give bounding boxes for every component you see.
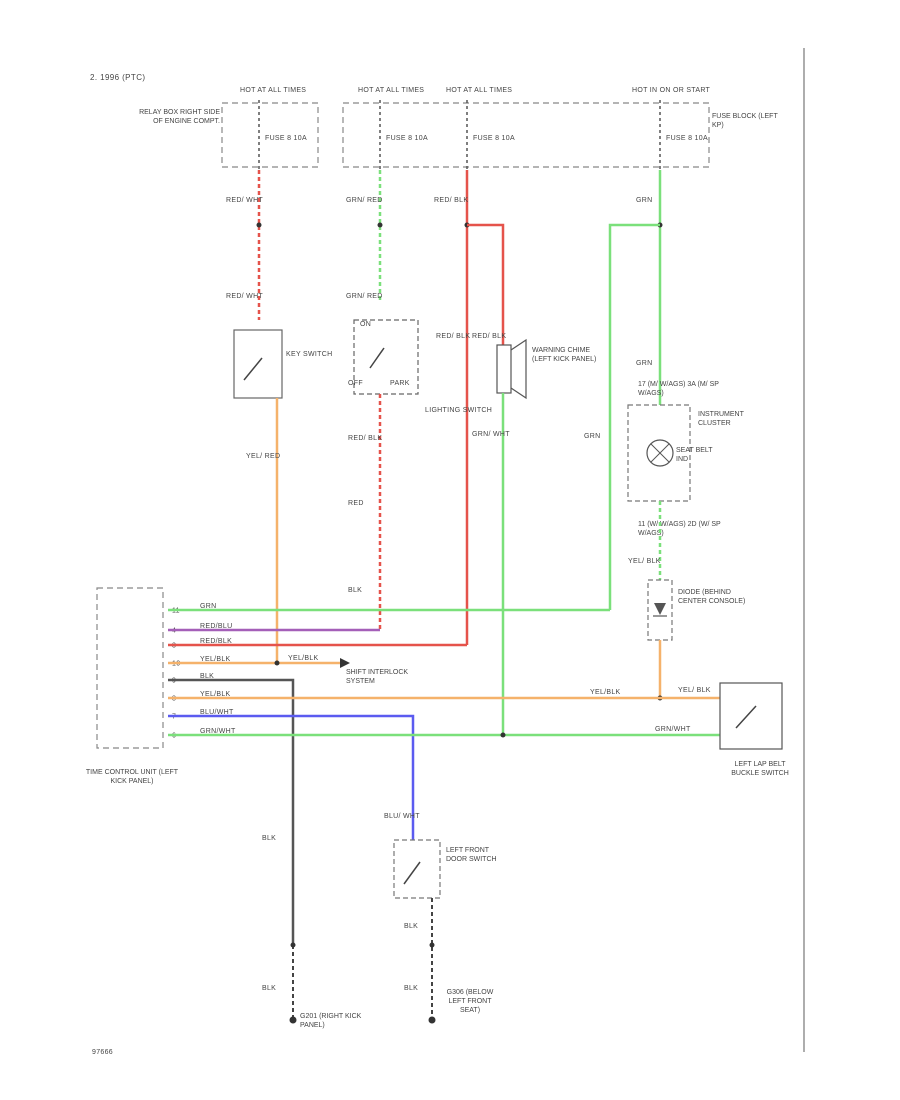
- header-note: 2. 1996 (PTC): [90, 73, 145, 82]
- ground2-label: G306 (BELOW LEFT FRONT SEAT): [447, 989, 494, 1014]
- fuse4-top-label: HOT IN ON OR START: [632, 87, 711, 94]
- connector-wire-label: BLK: [200, 673, 214, 680]
- wire-label-red-blk-3: RED/ BLK: [472, 333, 506, 340]
- wire-grn-tcu: [608, 223, 660, 610]
- wire-label-grn-2: GRN: [636, 360, 652, 367]
- wire-label-red-blk-4: RED/ BLK: [348, 435, 382, 442]
- wire-label-blk-4: BLK: [404, 923, 418, 930]
- wire-label-yel-blk-2: YEL/ BLK: [678, 687, 711, 694]
- fuse1-rating: FUSE 8 10A: [265, 135, 307, 142]
- wire-label-grn-wht-1: GRN/ WHT: [472, 431, 510, 438]
- wire-label-red-blk-1: RED/ BLK: [434, 197, 468, 204]
- time-control-unit-box: [96, 587, 164, 749]
- shift-interlock-label: SHIFT INTERLOCK SYSTEM: [346, 669, 408, 685]
- wire-label-grn-3: GRN: [584, 433, 600, 440]
- time-control-unit-label: TIME CONTROL UNIT (LEFT KICK PANEL): [86, 769, 178, 785]
- connector-wire-label: BLU/WHT: [200, 709, 234, 716]
- lap-belt-switch-box: [719, 682, 783, 750]
- lap-wire-label2: GRN/WHT: [655, 726, 691, 733]
- lighting-on-label: ON: [360, 321, 371, 328]
- wire-label-yel-blk-1: YEL/ BLK: [628, 558, 661, 565]
- lighting-switch-contact: [369, 347, 385, 369]
- wire-label-red: RED: [348, 500, 364, 507]
- fuse3-rating: FUSE 8 10A: [473, 135, 515, 142]
- wire-label-blk: BLK: [348, 587, 362, 594]
- figure-id: 97666: [92, 1049, 113, 1056]
- connector-wire-label: GRN/WHT: [200, 728, 236, 735]
- fuse4-rating: FUSE 8 10A: [666, 135, 708, 142]
- fuse-symbols: [258, 100, 661, 170]
- key-switch-label: KEY SWITCH: [286, 351, 332, 358]
- fuse2-rating: FUSE 8 10A: [386, 135, 428, 142]
- lighting-park-label: PARK: [390, 380, 410, 387]
- wire-label-blu-wht: BLU/ WHT: [384, 813, 420, 820]
- shift-wire-label: YEL/BLK: [288, 655, 319, 662]
- lap-wire-label: YEL/BLK: [590, 689, 621, 696]
- wire-label-grn-red-2: GRN/ RED: [346, 293, 383, 300]
- fuse4-side-label: FUSE BLOCK (LEFT KP): [712, 113, 778, 129]
- wire-label-blk-2: BLK: [262, 835, 276, 842]
- wire-red-blk-chime: [467, 223, 505, 345]
- diode-symbol: [654, 603, 666, 615]
- wire-label-red-wht-2: RED/ WHT: [226, 293, 263, 300]
- key-switch-box: [233, 329, 283, 399]
- fuse3-top-label: HOT AT ALL TIMES: [446, 87, 512, 94]
- instrument-cluster-label: INSTRUMENT CLUSTER: [698, 411, 744, 427]
- lighting-off-label: OFF: [348, 380, 363, 387]
- wire-label-grn-1: GRN: [636, 197, 652, 204]
- ground1-point: [289, 1016, 297, 1024]
- lighting-switch-box: [353, 319, 419, 395]
- seat-belt-ind-label: SEAT BELT IND: [676, 447, 712, 463]
- fuse1-top-label: HOT AT ALL TIMES: [240, 87, 306, 94]
- lap-belt-switch-label: LEFT LAP BELT BUCKLE SWITCH: [731, 761, 789, 777]
- fuse-block-outline: [342, 102, 710, 168]
- door-switch-label: LEFT FRONT DOOR SWITCH: [446, 847, 497, 863]
- connector-wire-label: RED/BLK: [200, 638, 232, 645]
- wire-label-yel-red: YEL/ RED: [246, 453, 280, 460]
- warning-chime-body: [496, 344, 512, 394]
- connector-wire-label: YEL/BLK: [200, 656, 231, 663]
- wire-label-grn-red-1: GRN/ RED: [346, 197, 383, 204]
- connector-rows: 11GRN4RED/BLU3RED/BLK10YEL/BLK9BLK8YEL/B…: [172, 603, 236, 740]
- wire-label-red-wht-1: RED/ WHT: [226, 197, 263, 204]
- wire-label-blk-5: BLK: [404, 985, 418, 992]
- connector-wire-label: YEL/BLK: [200, 691, 231, 698]
- cluster-pin-a: 17 (M/ W/AGS) 3A (M/ SP W/AGS): [638, 381, 719, 397]
- door-switch-box: [393, 839, 441, 899]
- cluster-pin-b: 11 (W/ W/AGS) 2D (W/ SP W/AGS): [638, 521, 721, 537]
- diode-label: DIODE (BEHIND CENTER CONSOLE): [678, 589, 745, 605]
- ground1-label: G201 (RIGHT KICK PANEL): [300, 1013, 361, 1029]
- fuse1-side-label: RELAY BOX RIGHT SIDE OF ENGINE COMPT.: [139, 109, 220, 125]
- wire-label-red-blk-2: RED/ BLK: [436, 333, 470, 340]
- shift-interlock-arrow: [340, 658, 350, 668]
- warning-chime-label: WARNING CHIME (LEFT KICK PANEL): [532, 347, 596, 363]
- seat-belt-indicator-lamp: [646, 439, 674, 467]
- ground2-point: [428, 1016, 436, 1024]
- wire-blu-wht: [168, 714, 415, 840]
- wire-blk-ground: [168, 678, 295, 945]
- fuse2-top-label: HOT AT ALL TIMES: [358, 87, 424, 94]
- connector-wire-label: RED/BLU: [200, 623, 232, 630]
- lighting-switch-label: LIGHTING SWITCH: [425, 407, 492, 414]
- warning-chime-horn: [510, 338, 527, 400]
- connector-wire-label: GRN: [200, 603, 216, 610]
- key-switch-contact: [243, 357, 263, 381]
- wire-label-blk-3: BLK: [262, 985, 276, 992]
